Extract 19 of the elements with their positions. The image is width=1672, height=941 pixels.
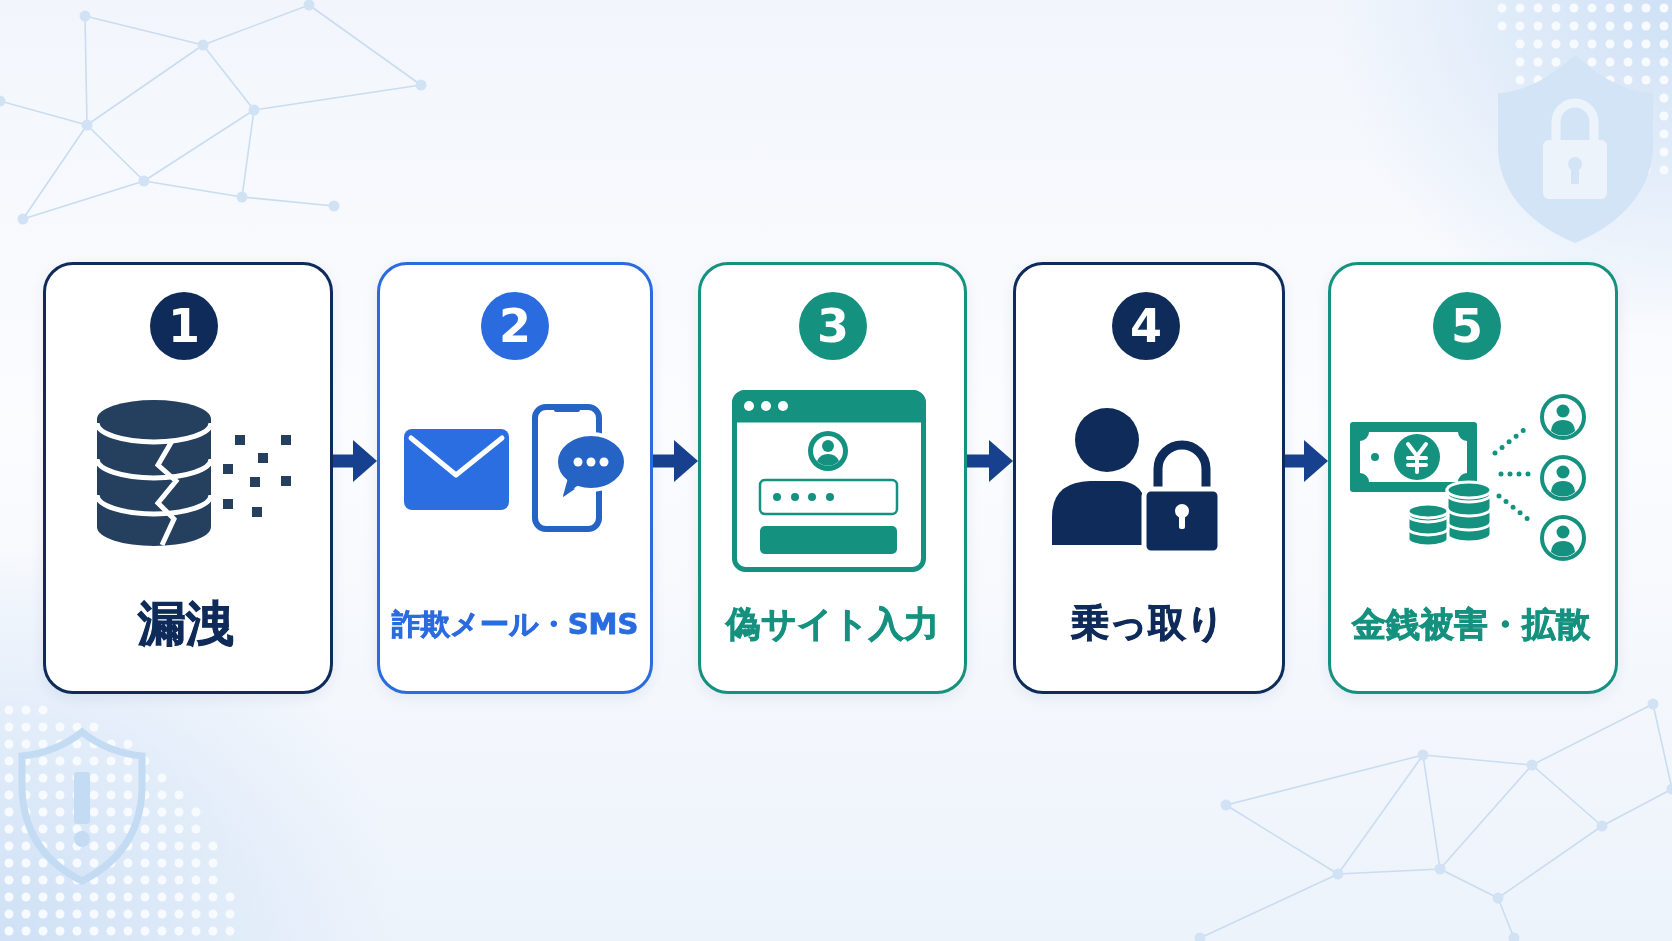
arrow [653, 440, 698, 482]
step-card [1013, 262, 1285, 694]
step-card [377, 262, 653, 694]
step-label: 漏洩 [138, 595, 234, 653]
number-badge: 1 [150, 292, 218, 360]
number-badge: 4 [1112, 292, 1180, 360]
arrow [333, 440, 377, 482]
number-badge: 2 [481, 292, 549, 360]
step-label: 偽サイト入力 [725, 603, 939, 645]
step-card [698, 262, 967, 694]
arrow [967, 440, 1013, 482]
step-label: 乗っ取り [1071, 601, 1225, 647]
step-label: 金銭被害・拡散 [1352, 603, 1590, 645]
number-badge: 3 [799, 292, 867, 360]
step-card [43, 262, 333, 694]
step-card [1328, 262, 1618, 694]
step-label: 詐欺メール・SMS [391, 606, 639, 642]
number-badge: 5 [1433, 292, 1501, 360]
arrow [1285, 440, 1328, 482]
